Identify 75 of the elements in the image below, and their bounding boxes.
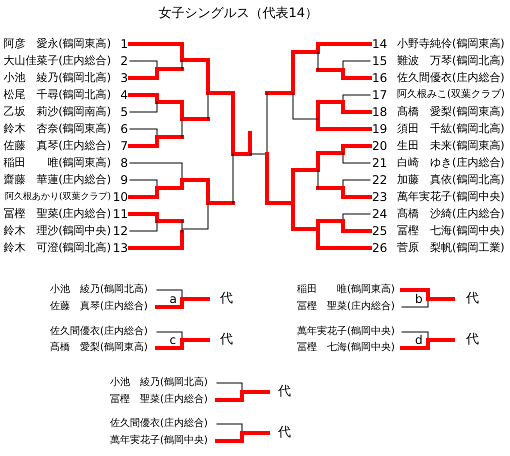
seed-number: 19 — [372, 122, 388, 136]
player-name: 髙橋 愛梨(鶴岡東高) — [50, 341, 148, 355]
player-name: 稲田 唯(鶴岡東高) — [3, 156, 111, 170]
player-name: 冨樫 聖菜(庄内総合) — [3, 207, 111, 221]
player-name: 阿久根みこ(双葉クラブ) — [397, 88, 505, 102]
seed-number: 9 — [120, 173, 128, 187]
match-letter: d — [415, 333, 423, 347]
seed-number: 26 — [372, 241, 388, 255]
match-letter: c — [170, 333, 176, 347]
representative-mark: 代 — [466, 292, 479, 306]
representative-mark: 代 — [466, 333, 479, 347]
player-name: 齋藤 華蓮(庄内総合) — [3, 173, 111, 187]
player-name: 生田 未来(鶴岡東高) — [397, 139, 505, 153]
seed-number: 10 — [112, 190, 128, 204]
player-name: 小池 綾乃(鶴岡北高) — [50, 283, 148, 297]
representative-mark: 代 — [220, 292, 233, 306]
player-name: 白崎 ゆき(庄内総合) — [397, 156, 505, 170]
seed-number: 17 — [372, 88, 388, 102]
seed-number: 18 — [372, 105, 388, 119]
player-name: 小池 綾乃(鶴岡北高) — [110, 376, 208, 390]
representative-mark: 代 — [278, 385, 291, 399]
player-name: 冨樫 七海(鶴岡中央) — [397, 224, 505, 238]
player-name: 鈴木 可澄(鶴岡北高) — [3, 241, 111, 255]
player-name: 佐藤 真琴(庄内総合) — [50, 300, 148, 314]
seed-number: 8 — [120, 156, 128, 170]
seed-number: 7 — [120, 139, 128, 153]
match-letter: b — [415, 292, 423, 306]
player-name: 萬年実花子(鶴岡中央) — [397, 190, 505, 204]
player-name: 須田 千紘(鶴岡北高) — [397, 122, 505, 136]
seed-number: 3 — [120, 71, 128, 85]
player-name: 佐久間優衣(庄内総合) — [397, 71, 505, 85]
title: 女子シングルス（代表14） — [158, 7, 318, 21]
seed-number: 4 — [120, 88, 128, 102]
seed-number: 22 — [372, 173, 388, 187]
player-name: 佐久間優衣(庄内総合) — [50, 325, 148, 339]
seed-number: 24 — [372, 207, 388, 221]
player-name: 髙橋 沙綺(庄内総合) — [397, 207, 505, 221]
player-name: 鈴木 理沙(鶴岡中央) — [3, 224, 111, 238]
player-name: 松尾 千尋(鶴岡北高) — [3, 88, 111, 102]
representative-mark: 代 — [220, 333, 233, 347]
player-name: 難波 万琴(鶴岡北高) — [397, 54, 505, 68]
player-name: 佐久間優衣(庄内総合) — [110, 417, 208, 431]
player-name: 冨樫 聖菜(庄内総合) — [297, 300, 395, 314]
representative-mark: 代 — [278, 426, 291, 440]
seed-number: 12 — [112, 224, 128, 238]
player-name: 大山佳菜子(庄内総合) — [3, 54, 111, 68]
seed-number: 23 — [372, 190, 388, 204]
player-name: 萬年実花子(鶴岡中央) — [297, 325, 395, 339]
seed-number: 21 — [372, 156, 388, 170]
seed-number: 16 — [372, 71, 388, 85]
player-name: 冨樫 聖菜(庄内総合) — [110, 393, 208, 407]
player-name: 菅原 梨帆(鶴岡工業) — [397, 241, 505, 255]
seed-number: 6 — [120, 122, 128, 136]
seed-number: 2 — [120, 54, 128, 68]
player-name: 小野寺純伶(鶴岡東高) — [397, 37, 505, 51]
player-name: 阿久根あかり(双葉クラブ) — [4, 190, 111, 204]
player-name: 冨樫 七海(鶴岡中央) — [297, 341, 395, 355]
match-letter: a — [170, 292, 177, 306]
seed-number: 13 — [112, 241, 128, 255]
seed-number: 5 — [120, 105, 128, 119]
seed-number: 25 — [372, 224, 388, 238]
player-name: 小池 綾乃(鶴岡北高) — [3, 71, 111, 85]
seed-number: 11 — [112, 207, 128, 221]
player-name: 鈴木 杏奈(鶴岡東高) — [3, 122, 111, 136]
player-name: 佐藤 真琴(庄内総合) — [3, 139, 111, 153]
player-name: 加藤 真依(鶴岡北高) — [397, 173, 505, 187]
player-name: 髙橋 愛梨(鶴岡東高) — [397, 105, 505, 119]
player-name: 稲田 唯(鶴岡東高) — [297, 283, 395, 297]
seed-number: 20 — [372, 139, 388, 153]
seed-number: 15 — [372, 54, 388, 68]
player-name: 阿彦 愛永(鶴岡東高) — [3, 37, 111, 51]
seed-number: 1 — [120, 37, 128, 51]
seed-number: 14 — [372, 37, 388, 51]
player-name: 乙坂 莉沙(鶴岡南高) — [3, 105, 111, 119]
player-name: 萬年実花子(鶴岡中央) — [110, 434, 208, 448]
